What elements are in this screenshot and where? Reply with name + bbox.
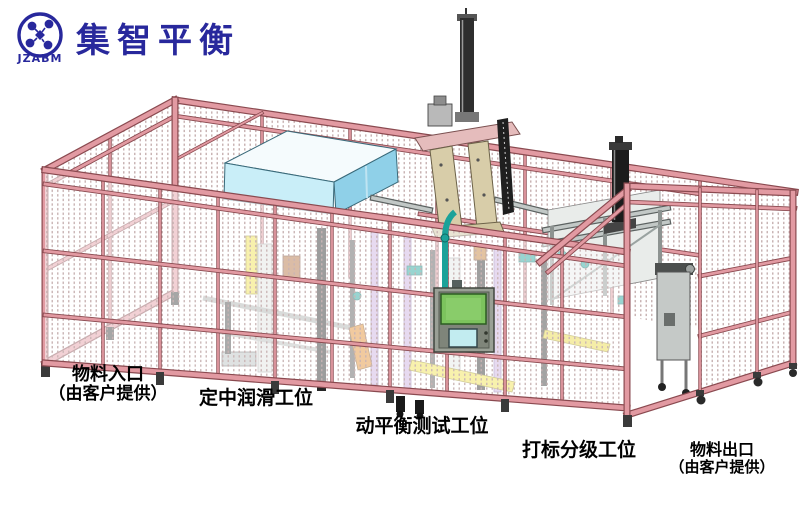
logo-company-name: 集智平衡 (76, 21, 240, 61)
caster-wheel (789, 369, 797, 377)
cage-foot (41, 363, 50, 377)
cage-foot (386, 390, 394, 403)
hmi-button[interactable] (484, 339, 488, 343)
logo-icon (17, 12, 63, 58)
label-centering-lubrication-station: 定中润滑工位 (198, 387, 313, 409)
exit-cabinet (655, 263, 695, 397)
label-dynamic-balance-test-station: 动平衡测试工位 (355, 415, 489, 437)
logo-short-name: JZABM (17, 52, 63, 65)
hmi-sub-screen[interactable] (448, 328, 478, 348)
cage-foot (271, 381, 279, 394)
label-marking-grading-station: 打标分级工位 (521, 439, 636, 461)
cage-foot (623, 415, 632, 427)
cage-foot (156, 372, 164, 385)
hmi-panel (433, 209, 495, 353)
label-material-outlet: 物料出口 （由客户提供） (669, 440, 775, 476)
caster-wheel (696, 395, 706, 405)
hmi-button[interactable] (484, 331, 488, 335)
cage-right-end (622, 182, 798, 427)
caster-wheel (753, 377, 763, 387)
label-material-inlet: 物料入口 （由客户提供） (48, 364, 168, 405)
cage-foot (501, 399, 509, 412)
